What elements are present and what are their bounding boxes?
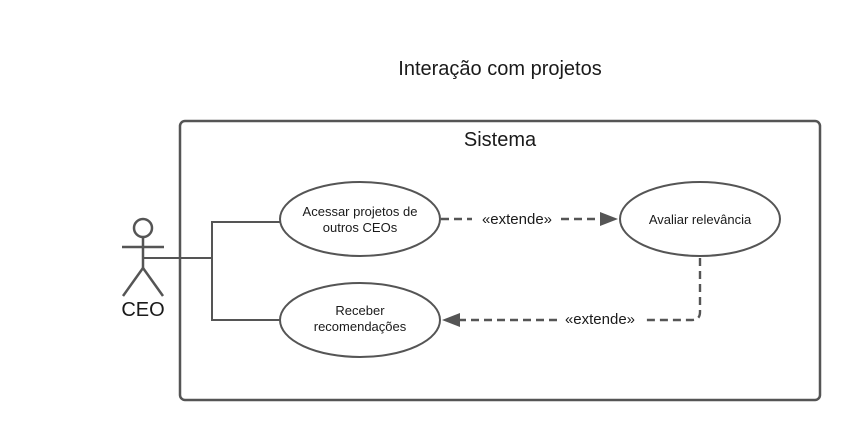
- actor-left-leg: [121, 267, 145, 297]
- extend-2-arrowhead: [442, 313, 460, 327]
- extend-2-label: «extende»: [565, 311, 635, 328]
- diagram-title: Interação com projetos: [398, 58, 601, 80]
- extend-2-line-right: [643, 258, 702, 322]
- use-case-avaliar-relevancia: Avaliar relevância: [619, 181, 781, 257]
- use-case-acessar-ellipse: [279, 181, 441, 257]
- actor-head: [132, 217, 154, 239]
- association-receber: [143, 257, 280, 321]
- use-case-receber-line1: Receber: [335, 303, 385, 318]
- use-case-receber-recomendacoes: Receber recomendações: [279, 282, 441, 358]
- actor-ceo: [121, 217, 165, 297]
- use-case-avaliar-label: Avaliar relevância: [649, 212, 752, 227]
- use-case-receber-ellipse: [279, 282, 441, 358]
- extend-1-arrowhead: [600, 212, 618, 226]
- extend-relation-avaliar-receber: «extende»: [442, 258, 702, 328]
- extend-1-label: «extende»: [482, 211, 552, 228]
- use-case-acessar-line2: outros CEOs: [323, 220, 398, 235]
- extend-relation-acessar-avaliar: «extende»: [441, 211, 618, 228]
- system-label: Sistema: [464, 129, 537, 151]
- use-case-receber-line2: recomendações: [314, 319, 407, 334]
- use-case-acessar-projetos: Acessar projetos de outros CEOs: [279, 181, 441, 257]
- system-boundary: [178, 119, 822, 402]
- actor-right-leg: [141, 267, 165, 297]
- use-case-acessar-line1: Acessar projetos de: [303, 204, 418, 219]
- association-acessar: [143, 221, 280, 259]
- actor-label: CEO: [121, 299, 164, 321]
- use-case-avaliar-ellipse: [619, 181, 781, 257]
